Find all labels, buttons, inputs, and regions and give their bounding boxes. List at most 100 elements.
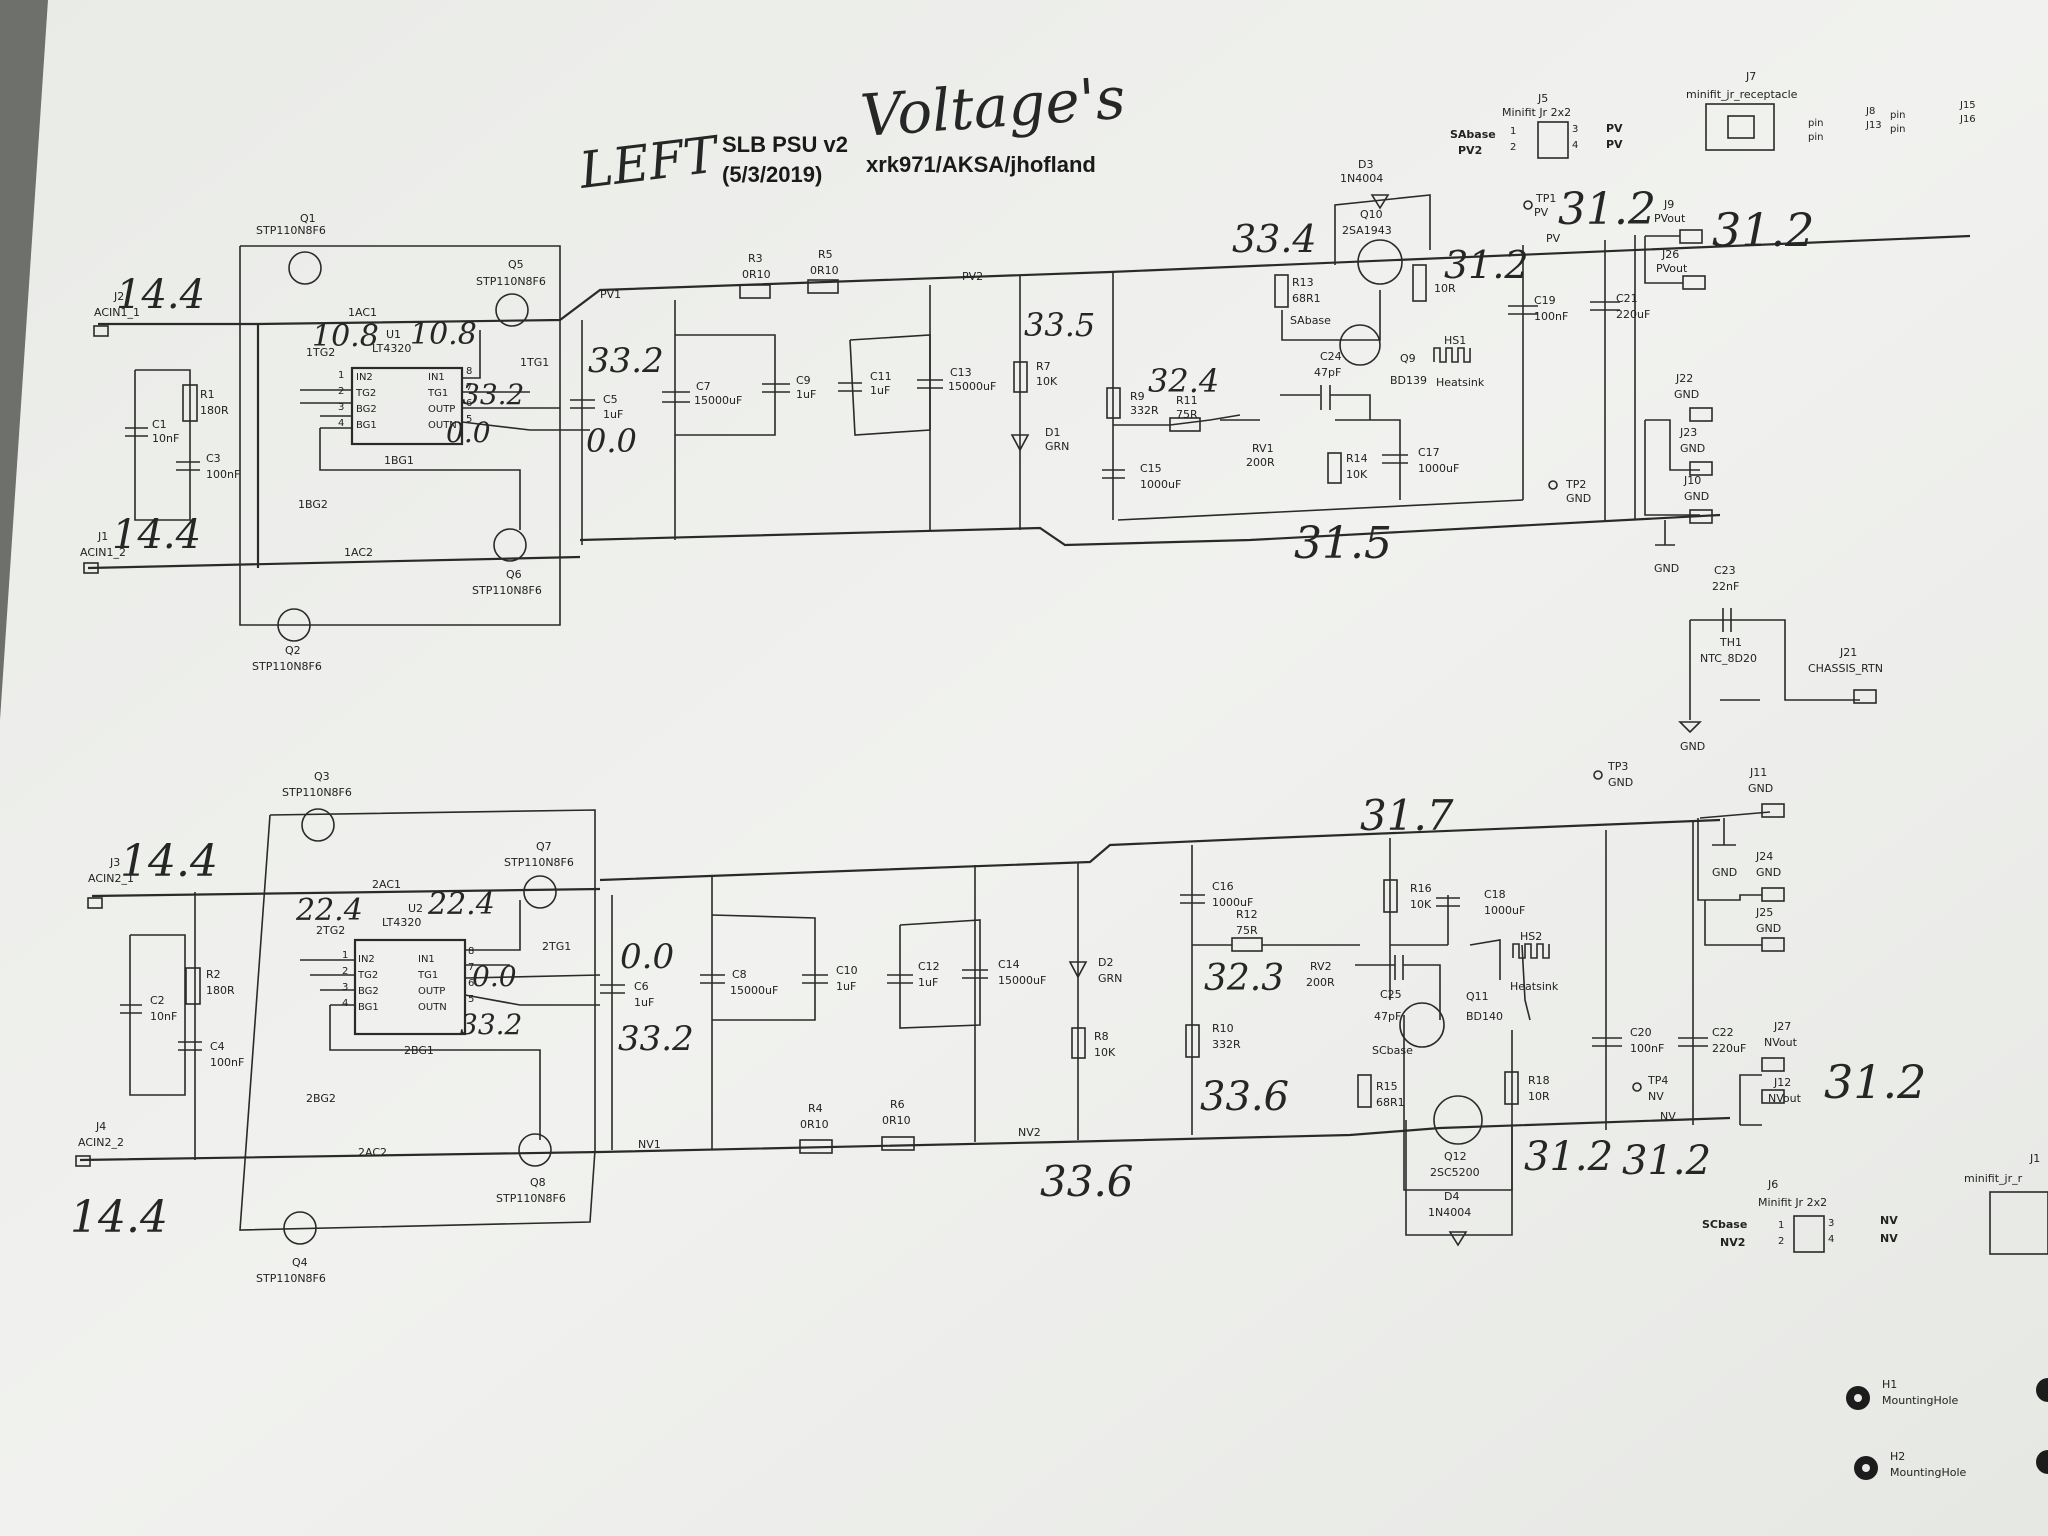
J10-connector [1689, 509, 1713, 524]
Q5-symbol [495, 293, 529, 327]
svg-text:1000uF: 1000uF [1212, 896, 1253, 909]
svg-text:1: 1 [338, 370, 344, 381]
D4-symbol [1448, 1231, 1468, 1247]
svg-text:Q11: Q11 [1466, 990, 1489, 1003]
svg-text:R7: R7 [1036, 360, 1051, 373]
svg-text:15000uF: 15000uF [998, 974, 1046, 987]
svg-text:4: 4 [338, 418, 344, 429]
svg-text:31.2: 31.2 [1622, 1138, 1711, 1184]
svg-text:C8: C8 [732, 968, 747, 981]
bottom-circuit [75, 770, 1785, 1247]
svg-text:minifit_jr_receptacle: minifit_jr_receptacle [1686, 88, 1798, 101]
svg-text:J16: J16 [1959, 114, 1976, 125]
svg-text:10R: 10R [1434, 282, 1456, 295]
svg-text:Q7: Q7 [536, 840, 552, 853]
svg-text:D2: D2 [1098, 956, 1113, 969]
svg-text:33.2: 33.2 [460, 1008, 522, 1041]
svg-text:1: 1 [342, 950, 348, 961]
Q1-ref: Q1 [300, 212, 316, 225]
svg-text:R11: R11 [1176, 394, 1198, 407]
svg-text:2: 2 [338, 386, 344, 397]
top-circuit [83, 194, 1971, 734]
J27-connector [1761, 1057, 1785, 1072]
svg-text:3: 3 [1572, 124, 1578, 135]
TP1-symbol [1523, 200, 1533, 210]
svg-text:U2: U2 [408, 902, 423, 915]
svg-text:NV2: NV2 [1018, 1126, 1041, 1139]
svg-text:NV: NV [1880, 1214, 1898, 1227]
svg-text:PV: PV [1534, 206, 1549, 219]
svg-text:C13: C13 [950, 366, 972, 379]
J21-connector [1853, 689, 1877, 704]
svg-text:Minifit Jr 2x2: Minifit Jr 2x2 [1758, 1196, 1827, 1209]
svg-text:PV: PV [1606, 138, 1623, 151]
svg-text:J24: J24 [1755, 850, 1773, 863]
svg-text:Heatsink: Heatsink [1510, 980, 1559, 993]
svg-text:1uF: 1uF [603, 408, 623, 421]
svg-text:R18: R18 [1528, 1074, 1550, 1087]
svg-text:NV2: NV2 [1720, 1236, 1745, 1249]
svg-text:22.4: 22.4 [427, 887, 495, 922]
svg-text:Q3: Q3 [314, 770, 330, 783]
svg-text:PV: PV [1606, 122, 1623, 135]
svg-text:NVout: NVout [1764, 1036, 1798, 1049]
svg-text:1TG1: 1TG1 [520, 356, 549, 369]
svg-text:10R: 10R [1528, 1090, 1550, 1103]
svg-text:PV2: PV2 [1458, 144, 1482, 157]
svg-text:GND: GND [1674, 388, 1699, 401]
svg-text:2TG1: 2TG1 [542, 940, 571, 953]
svg-text:3: 3 [338, 402, 344, 413]
svg-text:PV2: PV2 [962, 270, 983, 283]
R3-symbol [739, 284, 771, 299]
svg-text:MountingHole: MountingHole [1882, 1394, 1959, 1407]
svg-text:5: 5 [468, 994, 474, 1005]
svg-text:PV1: PV1 [600, 288, 621, 301]
svg-text:200R: 200R [1246, 456, 1275, 469]
Q6-symbol [493, 528, 527, 562]
svg-text:TP2: TP2 [1565, 478, 1586, 491]
svg-text:J12: J12 [1773, 1076, 1791, 1089]
svg-text:7: 7 [468, 962, 474, 973]
svg-text:C17: C17 [1418, 446, 1440, 459]
svg-text:C25: C25 [1380, 988, 1402, 1001]
svg-text:C7: C7 [696, 380, 711, 393]
svg-text:4: 4 [1828, 1234, 1834, 1245]
svg-text:C5: C5 [603, 393, 618, 406]
svg-text:C2: C2 [150, 994, 165, 1007]
bottom-labels: Q3 STP110N8F6 Q7 STP110N8F6 Q8 STP110N8F… [78, 760, 1802, 1285]
J5-symbol [1537, 121, 1569, 159]
svg-text:NV: NV [1660, 1110, 1676, 1123]
svg-text:C19: C19 [1534, 294, 1556, 307]
svg-text:31.2: 31.2 [1524, 1134, 1613, 1180]
svg-text:75R: 75R [1176, 408, 1198, 421]
svg-text:R3: R3 [748, 252, 763, 265]
svg-text:Heatsink: Heatsink [1436, 376, 1485, 389]
svg-text:R4: R4 [808, 1102, 823, 1115]
svg-text:GND: GND [1684, 490, 1709, 503]
svg-text:0R10: 0R10 [800, 1118, 829, 1131]
svg-text:100nF: 100nF [1630, 1042, 1664, 1055]
svg-text:31.2: 31.2 [1824, 1055, 1926, 1109]
svg-text:4: 4 [342, 998, 348, 1009]
TP4-symbol [1632, 1082, 1642, 1092]
svg-text:HS1: HS1 [1444, 334, 1466, 347]
Q7-symbol [523, 875, 557, 909]
svg-text:GRN: GRN [1098, 972, 1122, 985]
svg-text:6: 6 [466, 398, 472, 409]
svg-text:5: 5 [466, 414, 472, 425]
svg-text:1TG2: 1TG2 [306, 346, 335, 359]
svg-text:Q12: Q12 [1444, 1150, 1467, 1163]
svg-text:TG1: TG1 [417, 970, 438, 981]
svg-text:15000uF: 15000uF [694, 394, 742, 407]
svg-text:1N4004: 1N4004 [1340, 172, 1383, 185]
svg-text:3: 3 [1828, 1218, 1834, 1229]
R8-symbol [1071, 1027, 1086, 1059]
svg-text:C20: C20 [1630, 1026, 1652, 1039]
svg-text:GND: GND [1756, 866, 1781, 879]
header-connectors: J5 Minifit Jr 2x2 SAbase PV2 1 2 3 4 PV … [1450, 70, 2048, 1480]
svg-text:0R10: 0R10 [742, 268, 771, 281]
svg-text:10K: 10K [1094, 1046, 1116, 1059]
svg-text:1: 1 [1778, 1220, 1784, 1231]
svg-text:OUTN: OUTN [418, 1002, 447, 1013]
